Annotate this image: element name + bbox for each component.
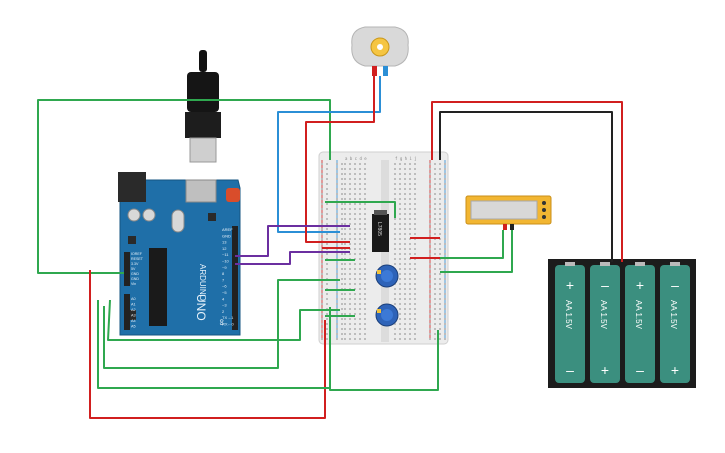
cell-label: AA 1.5V	[599, 300, 608, 330]
lcd-display	[465, 195, 552, 230]
digital-pin-label: 12	[222, 246, 227, 251]
power-pin-label: GND	[131, 272, 139, 276]
battery-cell: – AA 1.5V +	[590, 262, 620, 383]
cell-bottom-polarity: +	[671, 362, 679, 378]
battery-cell: + AA 1.5V –	[555, 262, 585, 383]
wires	[37, 76, 623, 419]
battery-cell: – AA 1.5V +	[660, 262, 690, 383]
digital-pin-label: ~11	[222, 252, 229, 257]
power-pin-label: Vin	[131, 282, 136, 286]
potentiometer-1	[375, 264, 399, 288]
analog-pin-label: A1	[131, 303, 136, 307]
cell-top-polarity: +	[636, 277, 644, 293]
cell-top-polarity: –	[601, 277, 609, 293]
wire	[89, 270, 326, 419]
cell-label: AA 1.5V	[634, 300, 643, 330]
digital-pin-label: RX←0	[222, 322, 235, 327]
digital-pin-label: ~6	[222, 284, 227, 289]
digital-pin-label: ~9	[222, 265, 227, 270]
digital-pin-label: ~3	[222, 303, 227, 308]
digital-pin-label: 2	[222, 309, 225, 314]
digital-pin-label: TX→1	[222, 315, 234, 320]
analog-pin-label: A4	[131, 319, 136, 323]
digital-pin-label: ~10	[222, 259, 230, 264]
col-letters-right: f g h i j	[395, 156, 417, 161]
wire	[440, 230, 513, 273]
digital-pin-label: ~5	[222, 290, 227, 295]
wire	[325, 201, 396, 218]
dc-motor	[351, 26, 409, 76]
power-pin-label: RESET	[131, 257, 144, 261]
analog-pin-label: A2	[131, 308, 136, 312]
power-pin-label: IOREF	[131, 252, 143, 256]
wire	[103, 279, 340, 369]
power-pin-label: 5V	[131, 267, 136, 271]
battery-pack: + AA 1.5V – – AA 1.5V + + AA 1.5V – – AA 1.5V +	[548, 259, 696, 388]
wire	[37, 99, 331, 274]
brand-label: ARDUINO	[198, 264, 207, 301]
digital-pin-label: GND	[222, 233, 231, 238]
regulator-label: L7805	[376, 222, 382, 236]
analog-pin-label: A5	[131, 325, 136, 329]
wire	[235, 251, 350, 265]
digital-pin-label: 8	[222, 271, 225, 276]
battery-cells: + AA 1.5V – – AA 1.5V + + AA 1.5V – – AA 1.5V +	[555, 262, 690, 383]
arduino-logo-icon: ∞	[217, 319, 227, 325]
cell-top-polarity: +	[566, 277, 574, 293]
potentiometer-2	[375, 303, 399, 327]
wire	[440, 230, 504, 259]
wire	[107, 299, 340, 341]
digital-pin-label: AREF	[222, 227, 233, 232]
power-pin-label: 3.3V	[131, 262, 139, 266]
col-letters-left: a b c d e	[345, 156, 367, 161]
power-pin-label: GND	[131, 277, 139, 281]
model-label: UNO	[194, 294, 208, 321]
analog-pin-label: A0	[131, 297, 136, 301]
wire	[329, 310, 439, 391]
usb-cable	[185, 50, 221, 163]
digital-pin-label: 7	[222, 277, 225, 282]
cell-bottom-polarity: +	[601, 362, 609, 378]
cell-label: AA 1.5V	[669, 300, 678, 330]
wire	[431, 101, 623, 262]
arduino-uno-board: ARDUINO UNO ∞ AREFGND1312~11~10~987~6~54…	[118, 172, 241, 336]
voltage-regulator: L7805	[372, 210, 389, 252]
analog-pin-label: A3	[131, 314, 136, 318]
battery-cell: + AA 1.5V –	[625, 262, 655, 383]
digital-pin-label: 13	[222, 240, 227, 245]
cell-top-polarity: –	[671, 277, 679, 293]
digital-pin-label: 4	[222, 296, 225, 301]
wire	[277, 76, 381, 233]
cell-bottom-polarity: –	[566, 362, 574, 378]
wire	[305, 76, 375, 243]
cell-bottom-polarity: –	[636, 362, 644, 378]
wire	[439, 111, 613, 262]
wire	[235, 225, 350, 257]
cell-label: AA 1.5V	[564, 300, 573, 330]
